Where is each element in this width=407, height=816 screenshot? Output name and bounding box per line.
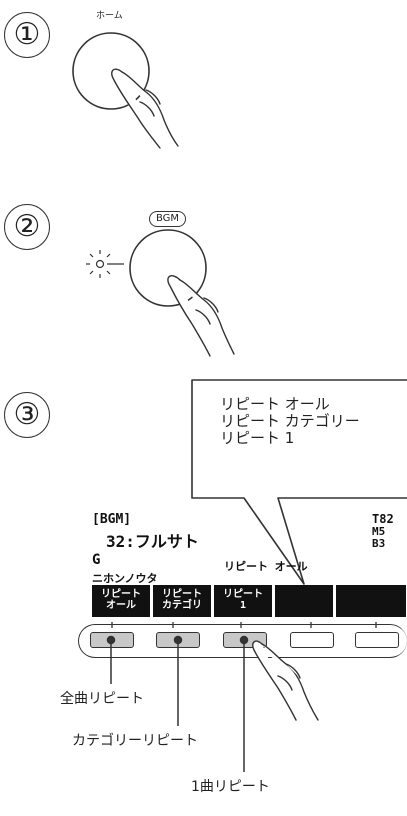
lcd-category: ニホンノウタ xyxy=(92,572,158,585)
bubble-line-repeat-all: リピート オール xyxy=(220,395,330,413)
lcd-softkey-2: リピートカテゴリ xyxy=(153,585,211,617)
repeat-mode-bubble xyxy=(191,379,407,585)
lcd-softkey-4 xyxy=(275,585,333,617)
lcd-measure: M5 xyxy=(372,525,386,538)
function-button-5[interactable] xyxy=(355,632,399,648)
step-1-number: ① xyxy=(4,12,50,58)
pressing-finger-icon xyxy=(252,640,319,721)
lcd-softkey-5 xyxy=(336,585,406,617)
callout-leaders xyxy=(106,635,319,772)
bgm-button-label: BGM xyxy=(149,211,187,227)
callout-category-repeat: カテゴリーリピート xyxy=(72,733,198,749)
pressing-finger-icon xyxy=(167,275,235,357)
softkey-ticks xyxy=(111,622,377,628)
bubble-line-repeat-category: リピート カテゴリー xyxy=(220,412,360,430)
pressing-finger-icon xyxy=(111,68,179,149)
lcd-mode: [BGM] xyxy=(92,512,132,527)
lcd-song: 32:フルサト xyxy=(106,532,199,551)
lcd-beat: B3 xyxy=(372,537,386,550)
step-2-number: ② xyxy=(4,204,50,250)
function-button-4[interactable] xyxy=(290,632,334,648)
function-button-strip xyxy=(78,624,407,658)
bgm-button-press-illustration[interactable] xyxy=(84,224,244,374)
lcd-repeat-status: リピート オール xyxy=(224,560,308,573)
bubble-line-repeat-one: リピート 1 xyxy=(220,429,295,447)
lcd-tempo: T82 xyxy=(372,512,394,526)
callout-all-repeat: 全曲リピート xyxy=(60,691,144,707)
home-button[interactable] xyxy=(72,32,150,110)
step-3-number: ③ xyxy=(4,392,50,438)
callout-one-repeat: 1曲リピート xyxy=(191,779,270,795)
lcd-key: G xyxy=(92,552,101,568)
lcd-softkey-1: リピートオール xyxy=(92,585,150,617)
home-button-press-illustration[interactable] xyxy=(60,20,180,170)
lamp-lit-icon xyxy=(86,250,124,278)
home-button-label: ホーム xyxy=(96,11,123,21)
lcd-display: [BGM] 32:フルサト G ニホンノウタ リピート オール T82 M5 B… xyxy=(90,512,407,652)
